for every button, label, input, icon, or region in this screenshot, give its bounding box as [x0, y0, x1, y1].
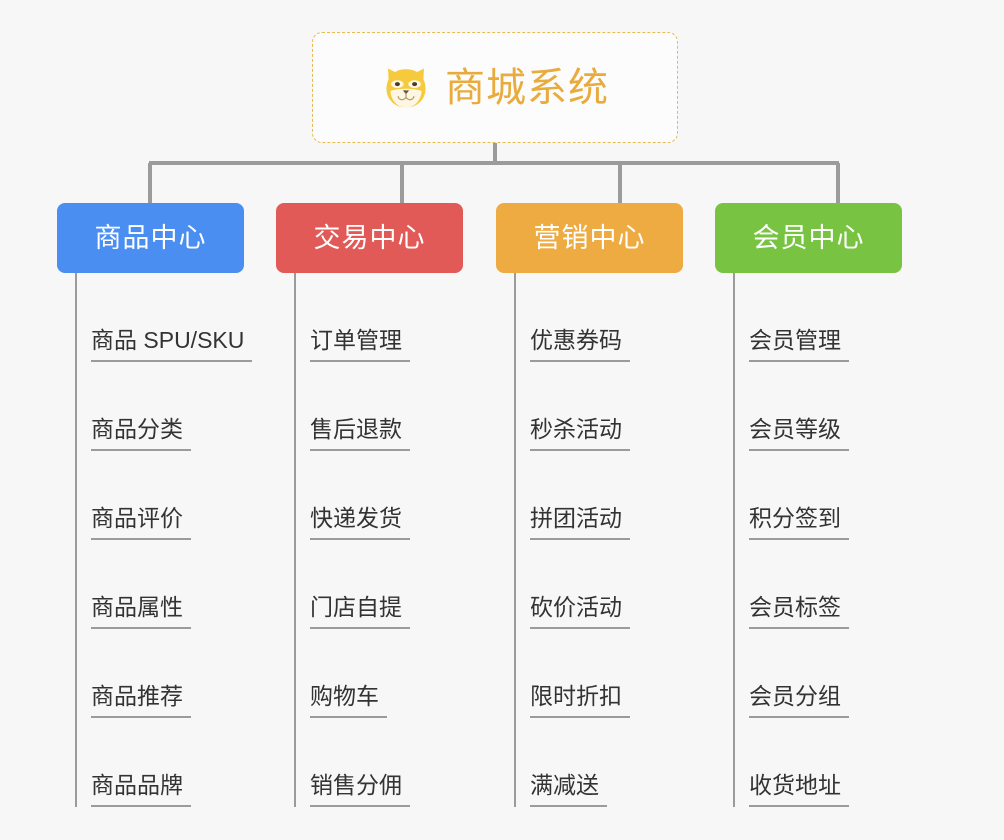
leaf-label: 积分签到: [749, 504, 841, 531]
leaf-label: 会员标签: [749, 593, 841, 620]
leaf-label: 商品属性: [91, 593, 183, 620]
list-item[interactable]: 商品评价: [77, 451, 276, 540]
list-item[interactable]: 快递发货: [296, 451, 495, 540]
root-node[interactable]: 商城系统: [312, 32, 678, 143]
category-column-product: 商品中心 商品 SPU/SKU 商品分类 商品评价 商品属性 商品推荐: [57, 203, 276, 840]
leaf-stack-member: 会员管理 会员等级 积分签到 会员标签 会员分组 收货地址: [733, 273, 934, 807]
category-column-marketing: 营销中心 优惠券码 秒杀活动 拼团活动 砍价活动 限时折扣: [496, 203, 715, 840]
leaf-label: 门店自提: [310, 593, 402, 620]
list-item[interactable]: 会员管理: [735, 273, 934, 362]
leaf-label: 优惠券码: [530, 326, 622, 353]
list-item[interactable]: 拼团活动: [516, 451, 715, 540]
list-item[interactable]: 商品推荐: [77, 629, 276, 718]
leaf-label: 商品分类: [91, 415, 183, 442]
category-column-member: 会员中心 会员管理 会员等级 积分签到 会员标签 会员分组: [715, 203, 934, 840]
category-box-member[interactable]: 会员中心: [715, 203, 902, 273]
category-columns: 商品中心 商品 SPU/SKU 商品分类 商品评价 商品属性 商品推荐: [0, 203, 1004, 840]
list-item[interactable]: 满减送: [516, 718, 715, 807]
leaf-label: 售后退款: [310, 415, 402, 442]
leaf-label: 销售分佣: [310, 771, 402, 798]
category-box-product[interactable]: 商品中心: [57, 203, 244, 273]
leaf-label: 拼团活动: [530, 504, 622, 531]
leaf-label: 满减送: [530, 771, 599, 798]
list-item[interactable]: 砍价活动: [516, 540, 715, 629]
leaf-label: 会员等级: [749, 415, 841, 442]
list-item[interactable]: 会员标签: [735, 540, 934, 629]
leaf-stack-trade: 订单管理 售后退款 快递发货 门店自提 购物车 销售分佣: [294, 273, 495, 807]
list-item[interactable]: 销售分佣: [296, 718, 495, 807]
leaf-label: 会员管理: [749, 326, 841, 353]
leaf-label: 限时折扣: [530, 682, 622, 709]
list-item[interactable]: 门店自提: [296, 540, 495, 629]
list-item[interactable]: 商品分类: [77, 362, 276, 451]
leaf-label: 商品评价: [91, 504, 183, 531]
leaf-label: 砍价活动: [530, 593, 622, 620]
category-label: 商品中心: [94, 222, 207, 253]
list-item[interactable]: 秒杀活动: [516, 362, 715, 451]
list-item[interactable]: 优惠券码: [516, 273, 715, 362]
list-item[interactable]: 商品属性: [77, 540, 276, 629]
leaf-label: 商品推荐: [91, 682, 183, 709]
category-label: 营销中心: [533, 222, 646, 253]
category-label: 交易中心: [313, 222, 426, 253]
leaf-label: 快递发货: [310, 504, 402, 531]
leaf-label: 会员分组: [749, 682, 841, 709]
leaf-stack-product: 商品 SPU/SKU 商品分类 商品评价 商品属性 商品推荐 商品品牌: [75, 273, 276, 807]
leaf-label: 秒杀活动: [530, 415, 622, 442]
leaf-label: 订单管理: [310, 326, 402, 353]
list-item[interactable]: 收货地址: [735, 718, 934, 807]
leaf-label: 商品 SPU/SKU: [91, 326, 245, 353]
leaf-label: 商品品牌: [91, 771, 183, 798]
list-item[interactable]: 售后退款: [296, 362, 495, 451]
leaf-stack-marketing: 优惠券码 秒杀活动 拼团活动 砍价活动 限时折扣 满减送: [514, 273, 715, 807]
list-item[interactable]: 购物车: [296, 629, 495, 718]
category-column-trade: 交易中心 订单管理 售后退款 快递发货 门店自提 购物车: [276, 203, 495, 840]
category-box-trade[interactable]: 交易中心: [276, 203, 463, 273]
list-item[interactable]: 订单管理: [296, 273, 495, 362]
category-label: 会员中心: [752, 222, 865, 253]
list-item[interactable]: 积分签到: [735, 451, 934, 540]
shiba-dog-face-icon: [386, 67, 426, 108]
root-title: 商城系统: [445, 65, 609, 110]
list-item[interactable]: 限时折扣: [516, 629, 715, 718]
list-item[interactable]: 会员分组: [735, 629, 934, 718]
leaf-label: 收货地址: [749, 771, 841, 798]
category-box-marketing[interactable]: 营销中心: [496, 203, 683, 273]
list-item[interactable]: 商品品牌: [77, 718, 276, 807]
list-item[interactable]: 商品 SPU/SKU: [77, 273, 276, 362]
leaf-label: 购物车: [310, 682, 379, 709]
list-item[interactable]: 会员等级: [735, 362, 934, 451]
